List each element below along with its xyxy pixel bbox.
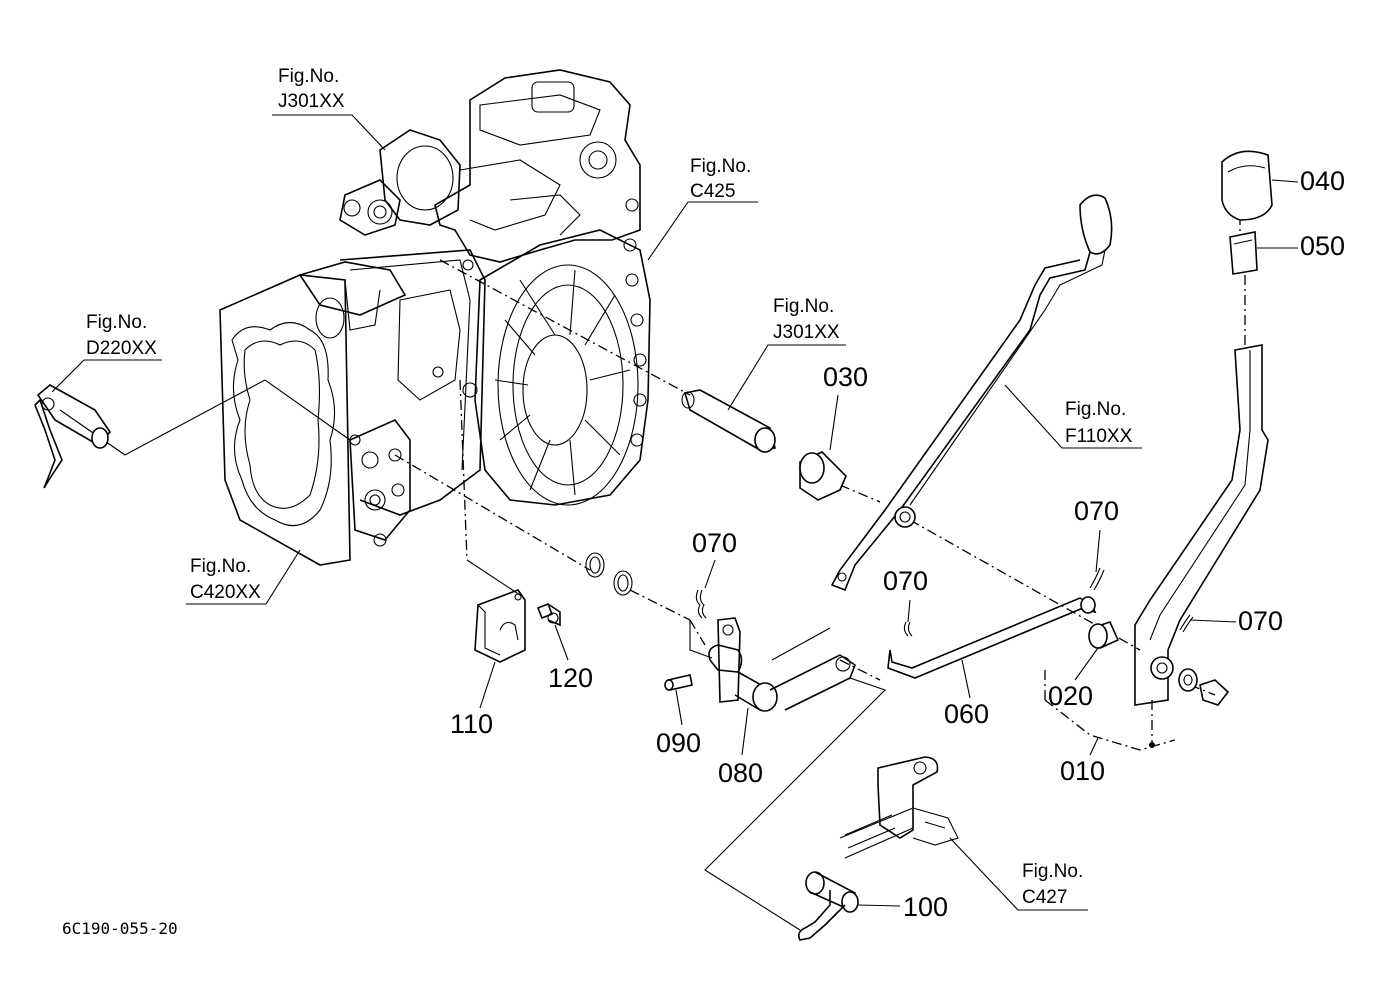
part-110-label: 110 [450,709,493,739]
drawing-code: 6C190-055-20 [62,919,178,938]
fig-ref-c420-label: Fig.No. [190,556,251,577]
lever-f110-part [830,194,1113,592]
figure-references: Fig.No. J301XX Fig.No. C425 Fig.No. D220… [51,66,1142,911]
fig-ref-d220-label: Fig.No. [86,312,147,333]
part-070-c-label: 070 [883,566,928,596]
fig-ref-c425-code: C425 [690,181,735,202]
sleeve-050-part [1229,231,1258,275]
bracket-c427-part [839,756,959,859]
shaft-j301-part [681,389,776,453]
lever-100-part [798,871,859,941]
pin-090-part [664,674,693,691]
fig-ref-j301-mid-label: Fig.No. [773,296,834,317]
fig-ref-j301-top-code: J301XX [278,91,345,112]
part-080-label: 080 [718,758,763,788]
bolt-120-part [536,602,561,627]
part-070-b-label: 070 [692,528,737,558]
part-040-label: 040 [1300,166,1345,196]
fig-ref-d220-code: D220XX [86,338,157,359]
fig-ref-c427-label: Fig.No. [1022,861,1083,882]
bushing-020-part [1088,621,1120,650]
fig-ref-c425-label: Fig.No. [690,156,751,177]
fig-ref-f110-label: Fig.No. [1065,399,1126,420]
part-070-d-label: 070 [1238,606,1283,636]
transmission-case [219,69,651,566]
d220-shaft-part [34,384,112,489]
cotter-pins-070 [695,567,1194,637]
bracket-110-part [474,589,526,663]
part-030-label: 030 [823,362,868,392]
part-010-label: 010 [1060,756,1105,786]
part-020-label: 020 [1048,681,1093,711]
fig-ref-j301-mid-code: J301XX [773,322,840,343]
part-numbers: 040 050 030 070 070 070 070 120 020 110 … [450,166,1345,931]
part-090-label: 090 [656,728,701,758]
fig-ref-c427-code: C427 [1022,887,1067,908]
centerlines [59,215,1246,751]
fig-ref-j301-top-label: Fig.No. [278,66,339,87]
fig-ref-f110-code: F110XX [1065,426,1133,447]
fig-ref-c420-code: C420XX [190,582,261,603]
lever-080-part [708,617,856,712]
part-120-label: 120 [548,663,593,693]
part-100-label: 100 [903,892,948,922]
collar-030-part [799,451,847,501]
knob-040-part [1221,150,1273,221]
part-070-a-label: 070 [1074,496,1119,526]
part-050-label: 050 [1300,231,1345,261]
rod-060-part [887,596,1097,679]
lever-010-part [1134,344,1269,748]
part-060-label: 060 [944,699,989,729]
o-rings [585,552,633,596]
